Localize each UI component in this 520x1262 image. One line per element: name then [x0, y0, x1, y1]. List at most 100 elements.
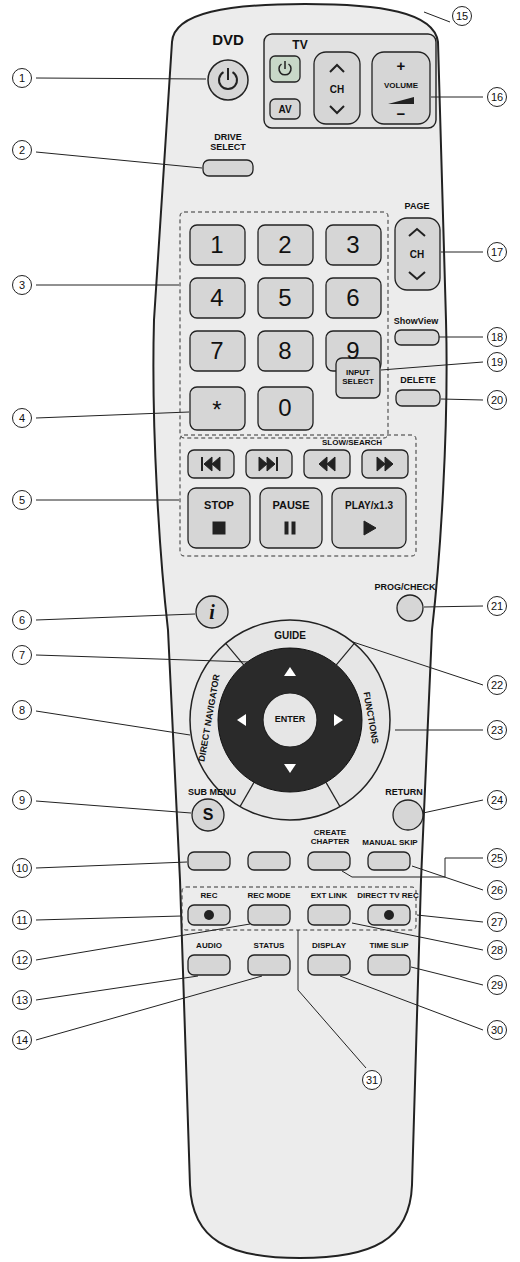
button-label: + [397, 58, 406, 75]
rec-dot [204, 910, 214, 920]
button [368, 955, 410, 975]
callout-number: 25 [487, 848, 507, 868]
button-label: PLAY/x1.3 [345, 500, 393, 511]
button-label: DIRECT TV REC [357, 892, 418, 901]
button-label: VOLUME [384, 82, 418, 91]
button-label: i [209, 601, 215, 623]
callout-number: 8 [12, 700, 32, 720]
button [308, 852, 350, 870]
leader-line [36, 412, 189, 418]
transport-icon [213, 522, 225, 534]
button [188, 905, 230, 925]
button [188, 955, 230, 975]
button-label: ShowView [394, 317, 438, 327]
button [397, 595, 423, 621]
button [270, 56, 300, 82]
button [336, 358, 380, 398]
button-label: 1 [210, 232, 223, 258]
transport-icon [201, 457, 203, 471]
button-label: FUNCTIONS [361, 691, 380, 744]
button-label: DISPLAY [312, 942, 346, 951]
cursor-arrow [284, 764, 296, 773]
band-divider [326, 782, 340, 806]
chevron-icon [409, 229, 425, 236]
button [258, 387, 313, 430]
tv-panel [264, 34, 436, 128]
button [258, 331, 313, 371]
button [190, 387, 245, 430]
button-label: EXT LINK [311, 892, 347, 901]
callout-number: 28 [487, 940, 507, 960]
cursor-arrow [334, 714, 343, 726]
callout-number: 7 [12, 645, 32, 665]
button-label: DRIVE SELECT [202, 133, 254, 153]
chevron-icon [330, 65, 344, 72]
callout-number: 24 [487, 790, 507, 810]
button [196, 596, 228, 628]
callout-number: 30 [487, 1020, 507, 1040]
transport-icon [319, 457, 327, 471]
button-label: ENTER [275, 715, 306, 725]
leader-line [417, 915, 483, 922]
transport-icon [212, 457, 220, 471]
button [190, 278, 245, 318]
leader-line [342, 858, 483, 877]
transport-icon [259, 457, 267, 471]
button-label: STOP [204, 499, 234, 511]
tv-power-icon [284, 61, 286, 69]
callout-number: 12 [12, 950, 32, 970]
button [190, 225, 245, 265]
transport-icon [364, 521, 376, 535]
button [372, 52, 430, 124]
button-label: DELETE [400, 376, 436, 386]
button-label: * [212, 397, 221, 423]
cursor-ring [218, 648, 362, 792]
leader-line [424, 606, 483, 607]
button [314, 52, 360, 124]
chevron-icon [409, 272, 425, 279]
leader-line [36, 711, 190, 735]
button [203, 160, 253, 176]
button [248, 905, 290, 925]
button [258, 278, 313, 318]
button [190, 331, 245, 371]
callout-number: 26 [487, 880, 507, 900]
button [188, 488, 250, 548]
remote-body [153, 4, 446, 1258]
button-label: MANUAL SKIP [362, 839, 417, 848]
cursor-arrow [237, 714, 246, 726]
button-label: TIME SLIP [369, 942, 408, 951]
button-label: TV [292, 39, 307, 52]
tv-panel [264, 34, 436, 128]
button [326, 278, 381, 318]
button-label: SUB MENU [188, 788, 236, 798]
button-label: INPUT SELECT [338, 369, 378, 387]
leader-line [381, 362, 483, 370]
button [362, 450, 408, 478]
transport-icon [276, 457, 278, 471]
leader-line [441, 252, 483, 253]
transport-icon [377, 457, 385, 471]
leader-line [412, 866, 483, 890]
transport-icon [292, 522, 295, 534]
button [258, 225, 313, 265]
button-label: AUDIO [196, 942, 222, 951]
button [332, 488, 406, 548]
button [308, 955, 350, 975]
leader-line [36, 500, 179, 501]
button [304, 450, 350, 478]
transport-icon [385, 457, 393, 471]
button [393, 800, 423, 830]
callout-number: 1 [12, 68, 32, 88]
power-button [208, 60, 248, 100]
button-label: 2 [278, 232, 291, 258]
button [368, 852, 410, 870]
button-label: AV [278, 104, 291, 115]
button-label: 9 [346, 338, 359, 364]
power-icon [227, 68, 229, 80]
chevron-icon [330, 65, 425, 279]
button-label: CREATE CHAPTER [307, 829, 353, 847]
